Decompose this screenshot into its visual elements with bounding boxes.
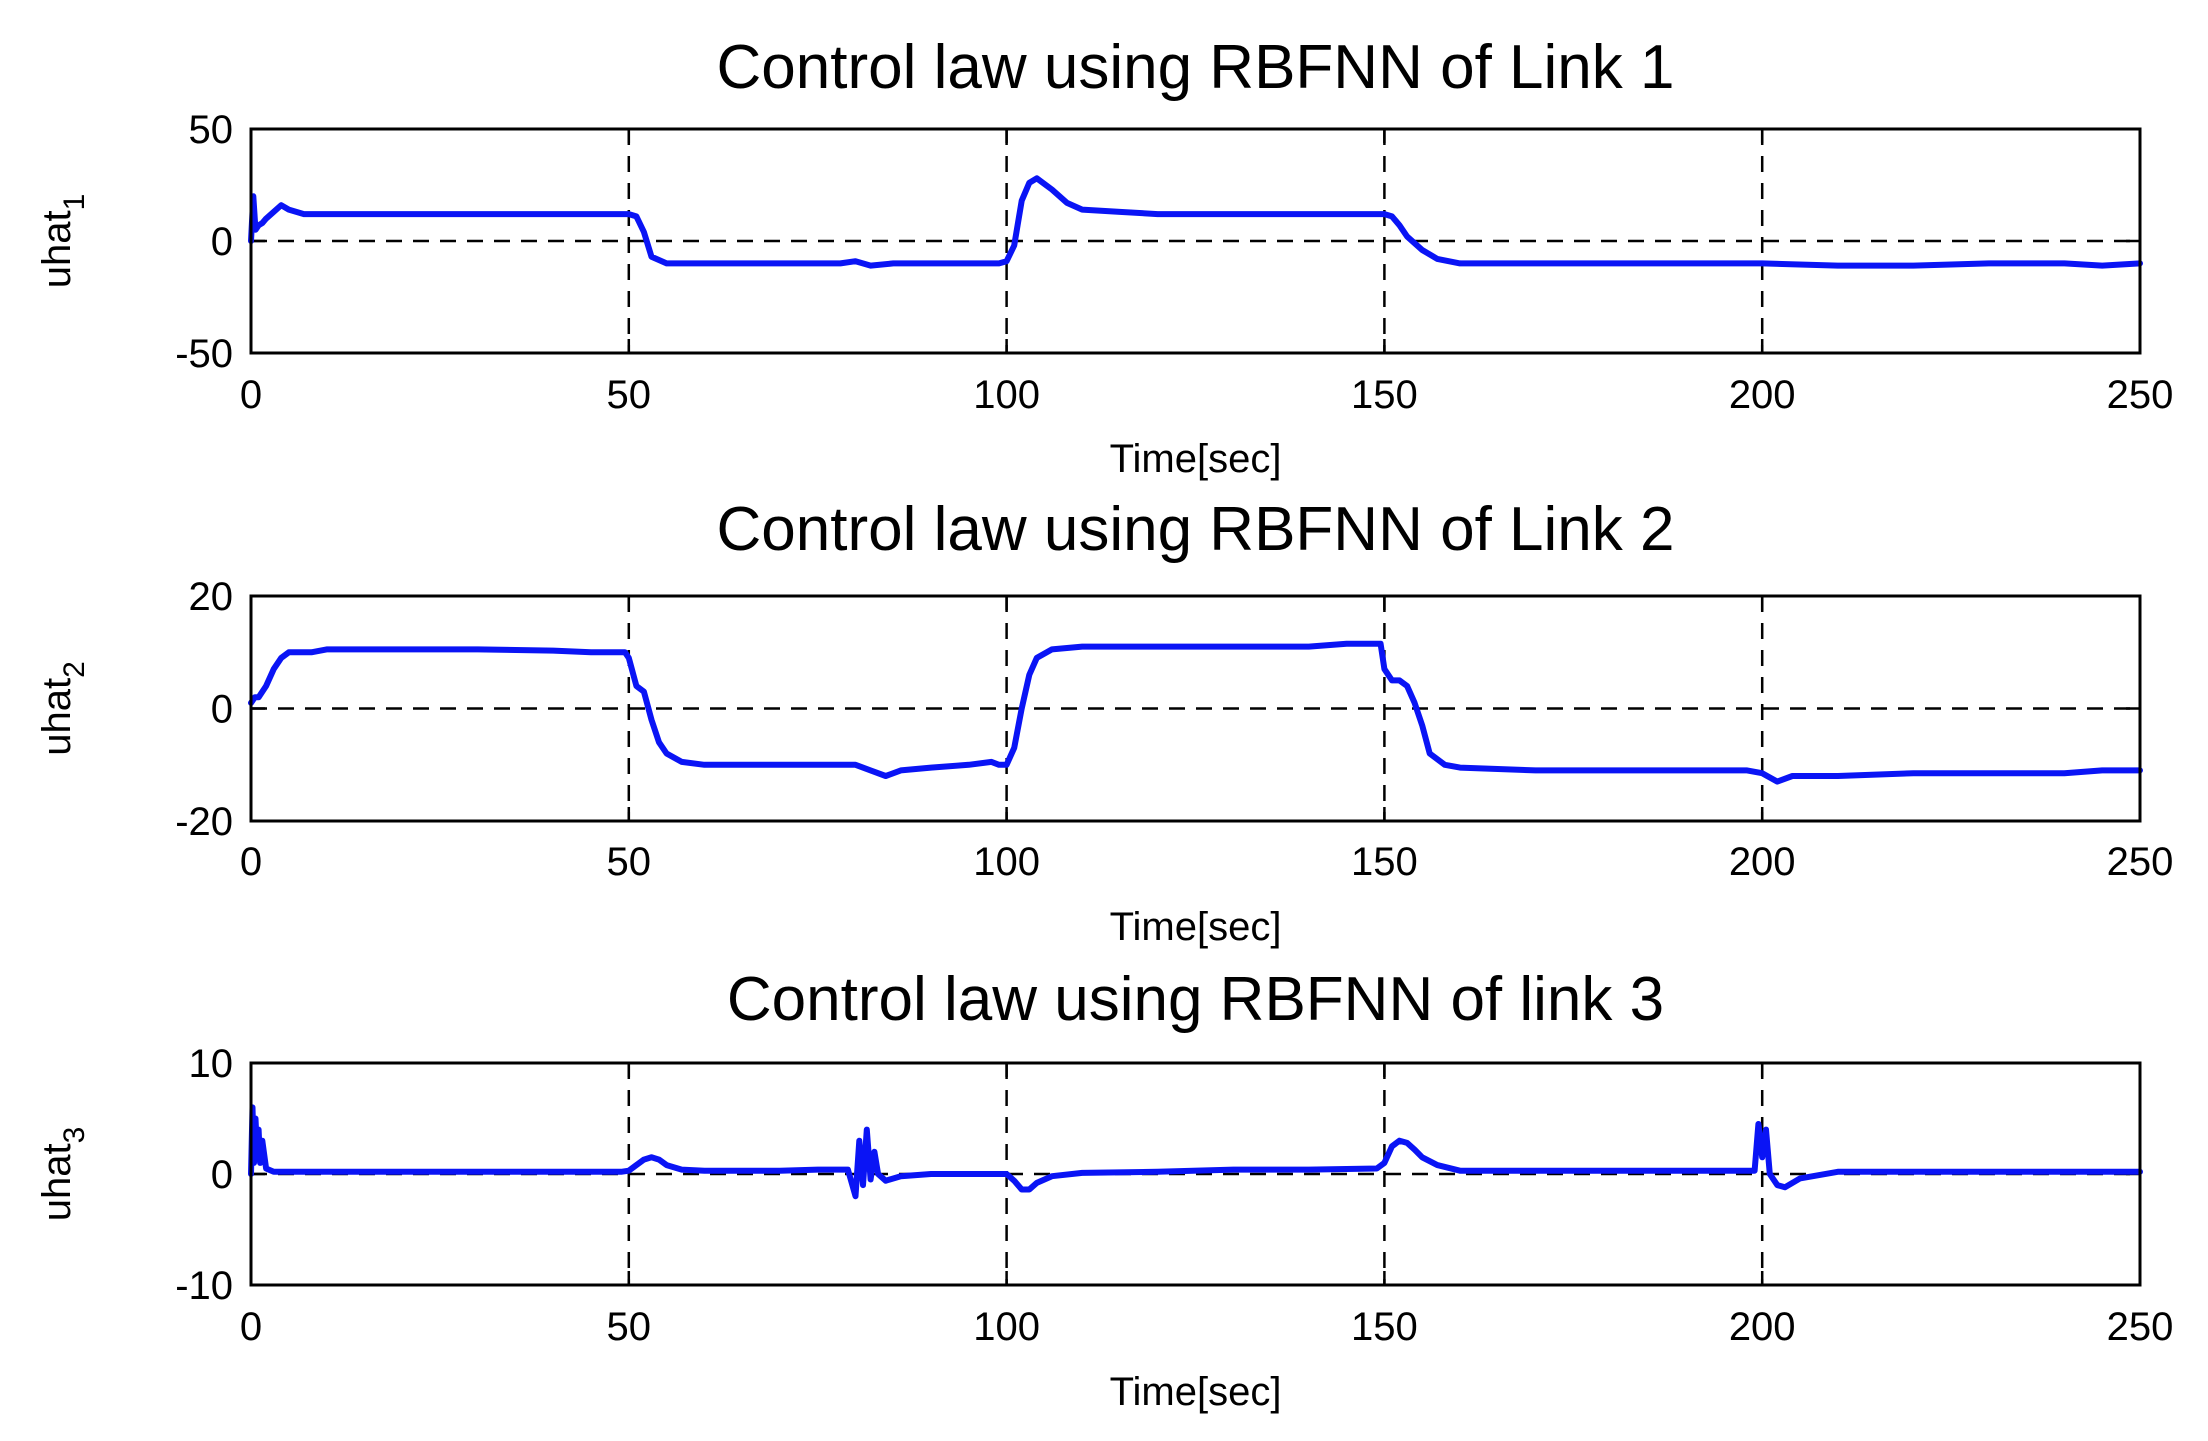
series-line-1 — [248, 175, 2143, 269]
x-tick-label: 0 — [240, 840, 262, 884]
x-tick-label: 200 — [1729, 373, 1796, 417]
axes-frame — [249, 1061, 2142, 1287]
x-axis-label: Time[sec] — [1110, 437, 1282, 481]
series-line-1 — [248, 1104, 2143, 1200]
y-tick-label: 50 — [189, 108, 234, 152]
x-tick-label: 100 — [973, 373, 1040, 417]
x-tick-label: 150 — [1351, 373, 1418, 417]
x-tick-label: 200 — [1729, 1305, 1796, 1349]
x-tick-label: 100 — [973, 840, 1040, 884]
x-tick-label: 250 — [2107, 840, 2174, 884]
x-tick-label: 50 — [607, 840, 652, 884]
axes-frame — [249, 594, 2142, 823]
y-tick-label: -20 — [175, 800, 233, 844]
x-tick-label: 150 — [1351, 1305, 1418, 1349]
y-axis-label: uhat1 — [35, 194, 91, 289]
y-tick-label: -10 — [175, 1264, 233, 1308]
y-tick-label: 0 — [211, 220, 233, 264]
y-axis-label-main: uhat — [35, 210, 79, 288]
x-tick-label: 150 — [1351, 840, 1418, 884]
x-tick-label: 250 — [2107, 1305, 2174, 1349]
x-tick-label: 50 — [607, 1305, 652, 1349]
axes-frame — [249, 127, 2142, 355]
y-tick-label: 20 — [189, 575, 234, 619]
chart-title: Control law using RBFNN of Link 2 — [717, 495, 1675, 564]
x-tick-label: 50 — [607, 373, 652, 417]
x-tick-label: 200 — [1729, 840, 1796, 884]
y-axis-label: uhat2 — [35, 661, 91, 756]
y-tick-label: 0 — [211, 1153, 233, 1197]
y-tick-label: 0 — [211, 688, 233, 732]
y-axis-label-subscript: 3 — [58, 1127, 91, 1144]
subplot-2: Control law using RBFNN of Link 2 0 50 100 1… — [35, 495, 2173, 949]
y-axis-label-main: uhat — [35, 678, 79, 756]
y-tick-label: 10 — [189, 1042, 234, 1086]
x-axis-label: Time[sec] — [1110, 905, 1282, 949]
x-tick-label: 100 — [973, 1305, 1040, 1349]
x-tick-label: 250 — [2107, 373, 2174, 417]
y-axis-label-subscript: 1 — [58, 194, 91, 211]
y-axis-label-subscript: 2 — [58, 661, 91, 678]
subplot-1: Control law using RBFNN of Link 1 0 50 100 1… — [35, 33, 2173, 481]
series-line-1 — [248, 640, 2143, 785]
y-tick-label: -50 — [175, 332, 233, 376]
x-tick-label: 0 — [240, 1305, 262, 1349]
chart-title: Control law using RBFNN of link 3 — [727, 965, 1664, 1034]
x-tick-label: 0 — [240, 373, 262, 417]
y-axis-label-main: uhat — [35, 1143, 79, 1221]
x-axis-label: Time[sec] — [1110, 1370, 1282, 1414]
y-axis-label: uhat3 — [35, 1127, 91, 1222]
chart-title: Control law using RBFNN of Link 1 — [717, 33, 1675, 102]
